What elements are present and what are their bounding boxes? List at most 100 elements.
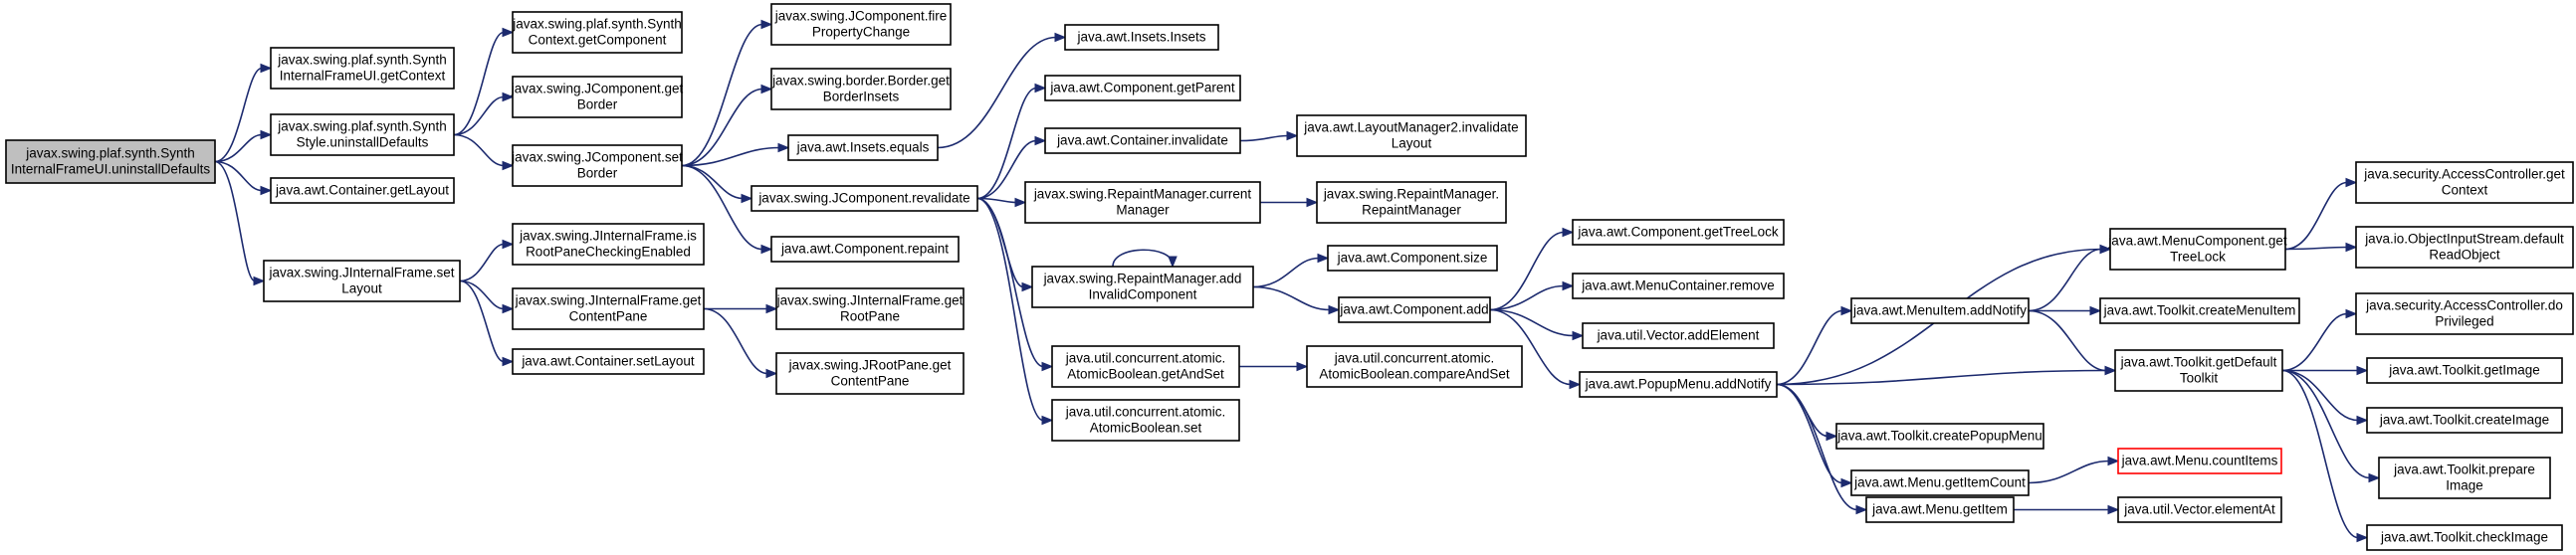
node-box[interactable] <box>2355 226 2574 269</box>
node-java-awt-component-getparent[interactable]: java.awt.Component.getParent <box>1044 75 1241 101</box>
node-box[interactable] <box>2366 407 2563 434</box>
node-box[interactable] <box>2117 448 2282 474</box>
node-box[interactable] <box>1044 127 1241 154</box>
node-box[interactable] <box>2117 496 2282 523</box>
node-box[interactable] <box>512 76 683 118</box>
node-java-awt-container-getlayout[interactable]: java.awt.Container.getLayout <box>270 177 455 204</box>
node-javax-swing-repaintmanager-addinvalidcomponent[interactable]: javax.swing.RepaintManager.addInvalidCom… <box>1031 266 1254 308</box>
node-box[interactable] <box>1338 296 1491 323</box>
node-box[interactable] <box>1865 496 2015 523</box>
node-javax-swing-border-border-getborderinsets[interactable]: javax.swing.border.Border.getBorderInset… <box>770 68 952 110</box>
node-javax-swing-jinternalframe-getcontentpane[interactable]: javax.swing.JInternalFrame.getContentPan… <box>512 287 705 330</box>
node-box[interactable] <box>512 11 683 54</box>
node-javax-swing-jinternalframe-isrootpanecheckingenabled[interactable]: javax.swing.JInternalFrame.isRootPaneChe… <box>512 223 705 266</box>
node-java-awt-toolkit-getimage[interactable]: java.awt.Toolkit.getImage <box>2366 357 2563 384</box>
node-java-util-vector-addelement[interactable]: java.util.Vector.addElement <box>1582 322 1775 349</box>
node-box[interactable] <box>1296 114 1527 157</box>
node-java-awt-toolkit-createpopupmenu[interactable]: java.awt.Toolkit.createPopupMenu <box>1835 423 2044 450</box>
node-java-awt-component-size[interactable]: java.awt.Component.size <box>1327 245 1498 272</box>
node-java-security-accesscontroller-doprivileged[interactable]: java.security.AccessController.doPrivile… <box>2355 292 2574 335</box>
node-box[interactable] <box>1064 24 1219 51</box>
node-java-awt-menu-getitemcount[interactable]: java.awt.Menu.getItemCount <box>1850 469 2030 496</box>
node-box[interactable] <box>2366 357 2563 384</box>
node-box[interactable] <box>775 352 965 395</box>
node-java-awt-toolkit-createimage[interactable]: java.awt.Toolkit.createImage <box>2366 407 2563 434</box>
node-box[interactable] <box>770 68 952 110</box>
node-box[interactable] <box>1582 322 1775 349</box>
node-box[interactable] <box>770 3 952 46</box>
node-box[interactable] <box>5 139 216 184</box>
node-java-security-accesscontroller-getcontext[interactable]: java.security.AccessController.getContex… <box>2355 161 2574 204</box>
node-java-awt-insets-insets[interactable]: java.awt.Insets.Insets <box>1064 24 1219 51</box>
node-java-io-objectinputstream-defaultreadobject[interactable]: java.io.ObjectInputStream.defaultReadObj… <box>2355 226 2574 269</box>
node-box[interactable] <box>2099 297 2300 324</box>
node-box[interactable] <box>1024 181 1261 224</box>
node-box[interactable] <box>512 223 705 266</box>
node-box[interactable] <box>2355 161 2574 204</box>
node-java-awt-component-repaint[interactable]: java.awt.Component.repaint <box>770 236 960 263</box>
node-box[interactable] <box>270 47 455 90</box>
node-java-awt-toolkit-createmenuitem[interactable]: java.awt.Toolkit.createMenuItem <box>2099 297 2300 324</box>
node-java-awt-component-add[interactable]: java.awt.Component.add <box>1338 296 1491 323</box>
node-java-awt-component-gettreelock[interactable]: java.awt.Component.getTreeLock <box>1572 219 1785 246</box>
node-box[interactable] <box>270 177 455 204</box>
node-box[interactable] <box>1835 423 2044 450</box>
node-box[interactable] <box>1850 469 2030 496</box>
node-java-awt-menucomponent-gettreelock[interactable]: java.awt.MenuComponent.getTreeLock <box>2107 228 2287 271</box>
node-javax-swing-repaintmanager-currentmanager[interactable]: javax.swing.RepaintManager.currentManage… <box>1024 181 1261 224</box>
node-box[interactable] <box>2366 524 2563 551</box>
node-box[interactable] <box>1051 345 1240 388</box>
node-box[interactable] <box>1572 219 1785 246</box>
node-box[interactable] <box>2109 228 2286 271</box>
node-java-awt-menu-getitem[interactable]: java.awt.Menu.getItem <box>1865 496 2015 523</box>
node-box[interactable] <box>770 236 960 263</box>
node-box[interactable] <box>2114 349 2283 392</box>
node-java-awt-insets-equals[interactable]: java.awt.Insets.equals <box>787 134 939 161</box>
node-java-util-concurrent-atomic-atomicboolean-getandset[interactable]: java.util.concurrent.atomic.AtomicBoolea… <box>1051 345 1240 388</box>
node-java-util-vector-elementat[interactable]: java.util.Vector.elementAt <box>2117 496 2282 523</box>
node-java-awt-menuitem-addnotify[interactable]: java.awt.MenuItem.addNotify <box>1850 297 2030 324</box>
node-box[interactable] <box>1306 345 1523 388</box>
node-java-awt-menucontainer-remove[interactable]: java.awt.MenuContainer.remove <box>1572 273 1785 299</box>
node-box[interactable] <box>512 287 705 330</box>
node-javax-swing-plaf-synth-synthstyle-uninstalldefaults[interactable]: javax.swing.plaf.synth.SynthStyle.uninst… <box>270 113 455 156</box>
node-java-awt-container-invalidate[interactable]: java.awt.Container.invalidate <box>1044 127 1241 154</box>
node-javax-swing-plaf-synth-synthinternalframeui-uninstalldefaults[interactable]: javax.swing.plaf.synth.SynthInternalFram… <box>5 139 216 184</box>
node-javax-swing-jinternalframe-setlayout[interactable]: javax.swing.JInternalFrame.setLayout <box>263 260 461 302</box>
node-javax-swing-jcomponent-firepropertychange[interactable]: javax.swing.JComponent.firePropertyChang… <box>770 3 952 46</box>
node-java-awt-popupmenu-addnotify[interactable]: java.awt.PopupMenu.addNotify <box>1579 371 1778 398</box>
node-box[interactable] <box>1579 371 1778 398</box>
node-java-awt-menu-countitems[interactable]: java.awt.Menu.countItems <box>2117 448 2282 474</box>
node-box[interactable] <box>787 134 939 161</box>
node-box[interactable] <box>1051 399 1240 442</box>
node-box[interactable] <box>263 260 461 302</box>
node-java-awt-toolkit-checkimage[interactable]: java.awt.Toolkit.checkImage <box>2366 524 2563 551</box>
node-box[interactable] <box>270 113 455 156</box>
node-box[interactable] <box>1850 297 2030 324</box>
node-box[interactable] <box>1572 273 1785 299</box>
node-box[interactable] <box>512 348 705 375</box>
node-box[interactable] <box>512 144 683 187</box>
node-java-awt-container-setlayout[interactable]: java.awt.Container.setLayout <box>512 348 705 375</box>
node-java-util-concurrent-atomic-atomicboolean-compareandset[interactable]: java.util.concurrent.atomic.AtomicBoolea… <box>1306 345 1523 388</box>
node-box[interactable] <box>751 185 978 212</box>
node-box[interactable] <box>1044 75 1241 101</box>
node-java-util-concurrent-atomic-atomicboolean-set[interactable]: java.util.concurrent.atomic.AtomicBoolea… <box>1051 399 1240 442</box>
node-box[interactable] <box>1316 181 1507 224</box>
node-javax-swing-repaintmanager-repaintmanager[interactable]: javax.swing.RepaintManager.RepaintManage… <box>1316 181 1507 224</box>
node-javax-swing-jcomponent-revalidate[interactable]: javax.swing.JComponent.revalidate <box>751 185 978 212</box>
node-javax-swing-plaf-synth-synthinternalframeui-getcontext[interactable]: javax.swing.plaf.synth.SynthInternalFram… <box>270 47 455 90</box>
node-box[interactable] <box>2355 292 2574 335</box>
node-box[interactable] <box>1327 245 1498 272</box>
node-box[interactable] <box>1031 266 1254 308</box>
node-javax-swing-plaf-synth-synthcontext-getcomponent[interactable]: javax.swing.plaf.synth.SynthContext.getC… <box>512 11 683 54</box>
node-box[interactable] <box>775 287 965 330</box>
node-box[interactable] <box>2378 457 2551 499</box>
